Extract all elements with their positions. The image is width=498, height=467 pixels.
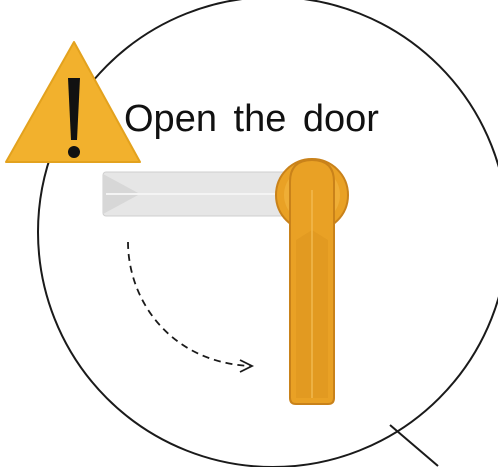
handle-start-position (103, 172, 303, 216)
magnifier-pointer (390, 425, 438, 466)
magnifier-lens (38, 0, 498, 467)
instruction-text: Open the door (124, 98, 379, 140)
door-handle (290, 160, 334, 404)
